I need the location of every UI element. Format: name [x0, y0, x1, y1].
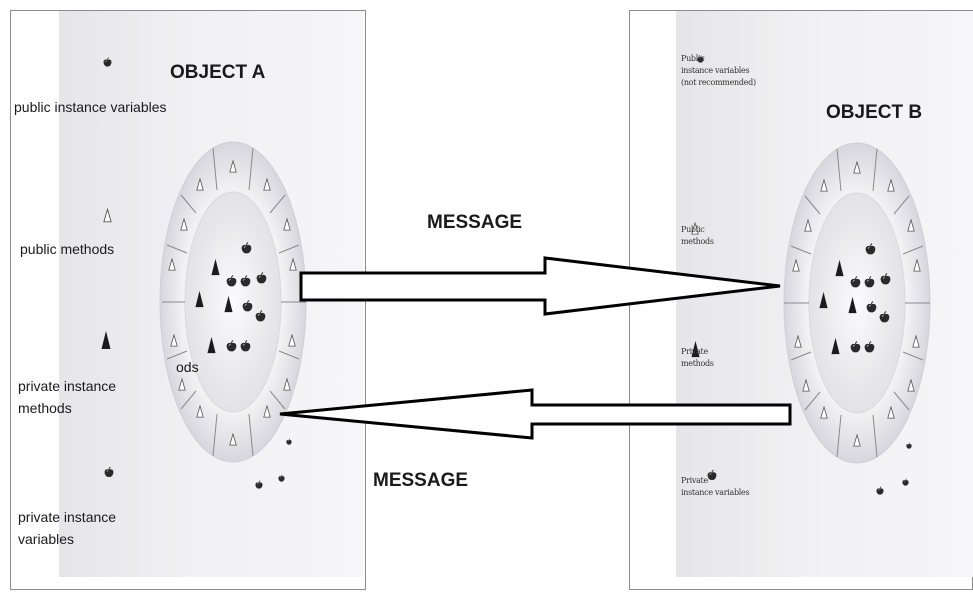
- message-label-top: MESSAGE: [427, 212, 523, 233]
- private-instance-variables-line-2: variables: [18, 531, 75, 547]
- apple-icon: [278, 474, 285, 482]
- private-vars-line-1: Private: [681, 476, 708, 485]
- public-methods-legend: Public methods: [681, 224, 714, 248]
- apple-icon: [902, 478, 909, 486]
- apple-icon: [906, 442, 912, 449]
- private-instance-variables-legend: Private instance variables: [681, 475, 750, 499]
- apple-icon: [255, 480, 263, 489]
- private-instance-variables-line-1: private instance: [18, 509, 117, 525]
- public-methods-label: public methods: [20, 241, 115, 257]
- public-methods-line-2: methods: [681, 237, 714, 246]
- private-vars-line-2: instance variables: [681, 488, 750, 497]
- public-instance-variables-label: public instance variables: [14, 99, 167, 115]
- message-arrow-b-to-a: [279, 388, 792, 440]
- message-arrow-a-to-b: [299, 256, 781, 316]
- private-instance-methods-line-1: private instance: [18, 378, 117, 394]
- object-a-wheel: [159, 141, 307, 489]
- private-methods-legend: Private methods: [681, 346, 714, 370]
- object-a-title: OBJECT A: [170, 62, 266, 83]
- public-methods-line-1: Public: [681, 225, 705, 234]
- apple-icon: [103, 57, 112, 67]
- object-b-wheel: [783, 142, 931, 495]
- filled-triangle-icon: [101, 331, 111, 349]
- public-vars-line-1: Public: [681, 54, 705, 63]
- private-methods-line-2: methods: [681, 359, 714, 368]
- partial-label-text: ods: [176, 359, 199, 375]
- apple-icon: [286, 438, 292, 445]
- apple-icon: [876, 486, 884, 495]
- apple-icon: [104, 466, 114, 478]
- message-label-bottom: MESSAGE: [373, 470, 469, 491]
- private-instance-methods-label: private instance methods: [18, 375, 116, 419]
- public-vars-line-3: (not recommended): [681, 78, 756, 87]
- object-b-title: OBJECT B: [826, 102, 923, 123]
- private-instance-methods-line-2: methods: [18, 400, 72, 416]
- private-methods-line-1: Private: [681, 347, 708, 356]
- public-instance-variables-legend: Public instance variables (not recommend…: [681, 53, 756, 89]
- public-vars-line-2: instance variables: [681, 66, 750, 75]
- open-triangle-icon: [103, 208, 112, 223]
- private-instance-variables-label: private instance variables: [18, 506, 116, 550]
